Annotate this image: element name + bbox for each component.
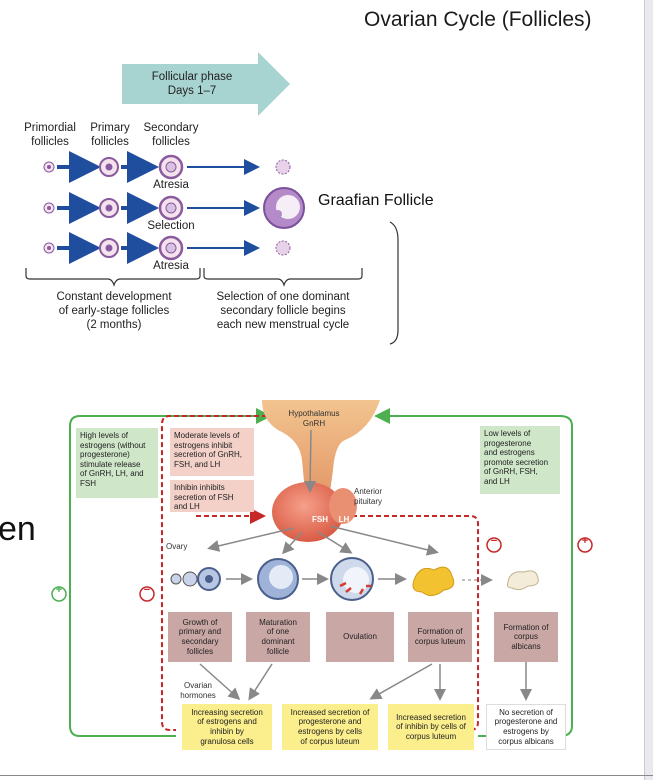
phase-arrow-label: Follicular phase Days 1–7	[151, 71, 233, 97]
follicle-row-1	[43, 151, 291, 183]
anterior-pituitary-shape	[272, 482, 344, 542]
bracket-left	[25, 268, 201, 287]
ovary-label: Ovary	[166, 542, 188, 551]
minus-left-circle	[139, 586, 155, 602]
ovary-stage-icons	[170, 557, 539, 601]
minus-left-sign: −	[143, 584, 151, 596]
lh-label: LH	[338, 515, 350, 524]
stage-box-ovulation: Ovulation	[326, 612, 394, 662]
minus-right-sign: −	[490, 535, 498, 547]
slide-title: Ovarian Cycle (Follicles)	[364, 8, 592, 31]
follicular-phase-arrow	[122, 52, 290, 116]
fsh-label: FSH	[312, 515, 328, 524]
bracket-right	[203, 268, 363, 287]
follicle-development-diagram	[25, 52, 399, 345]
minus-right-circle	[486, 537, 502, 553]
hypothalamus-shape	[262, 400, 380, 492]
negative-feedback-loop	[161, 415, 275, 731]
curly-bracket-vertical	[389, 221, 399, 345]
follicle-row-3	[43, 232, 291, 264]
positive-feedback-left-loop	[69, 415, 186, 737]
slide-scrollbar[interactable]	[644, 0, 653, 780]
plus-right-sign: +	[581, 535, 589, 547]
plus-right-circle	[577, 537, 593, 553]
slide-bottom-divider	[0, 775, 653, 776]
row-label-atresia-2: Atresia	[153, 260, 189, 272]
follicle-row-2	[43, 187, 305, 229]
graafian-follicle-label: Graafian Follicle	[318, 192, 434, 209]
partial-slide-text: en	[0, 510, 36, 548]
row-label-atresia-1: Atresia	[153, 179, 189, 191]
plus-left-circle	[51, 586, 67, 602]
row-label-selection: Selection	[147, 220, 195, 232]
plus-left-sign: +	[55, 584, 63, 596]
